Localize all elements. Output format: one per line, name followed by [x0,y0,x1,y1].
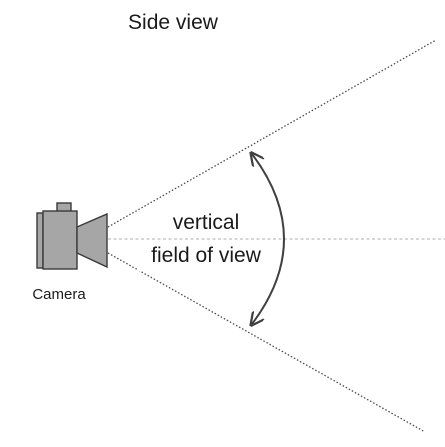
camera-icon [36,202,108,270]
camera-label: Camera [32,286,86,303]
fov-label-backdrop [137,241,275,271]
fov-label-line2: field of view [151,244,262,267]
lower-fov-ray [107,252,426,433]
fov-angle-arc [252,154,285,324]
fov-label-line1: vertical [173,211,240,234]
upper-fov-ray [107,39,437,228]
diagram-title: Side view [128,11,219,34]
